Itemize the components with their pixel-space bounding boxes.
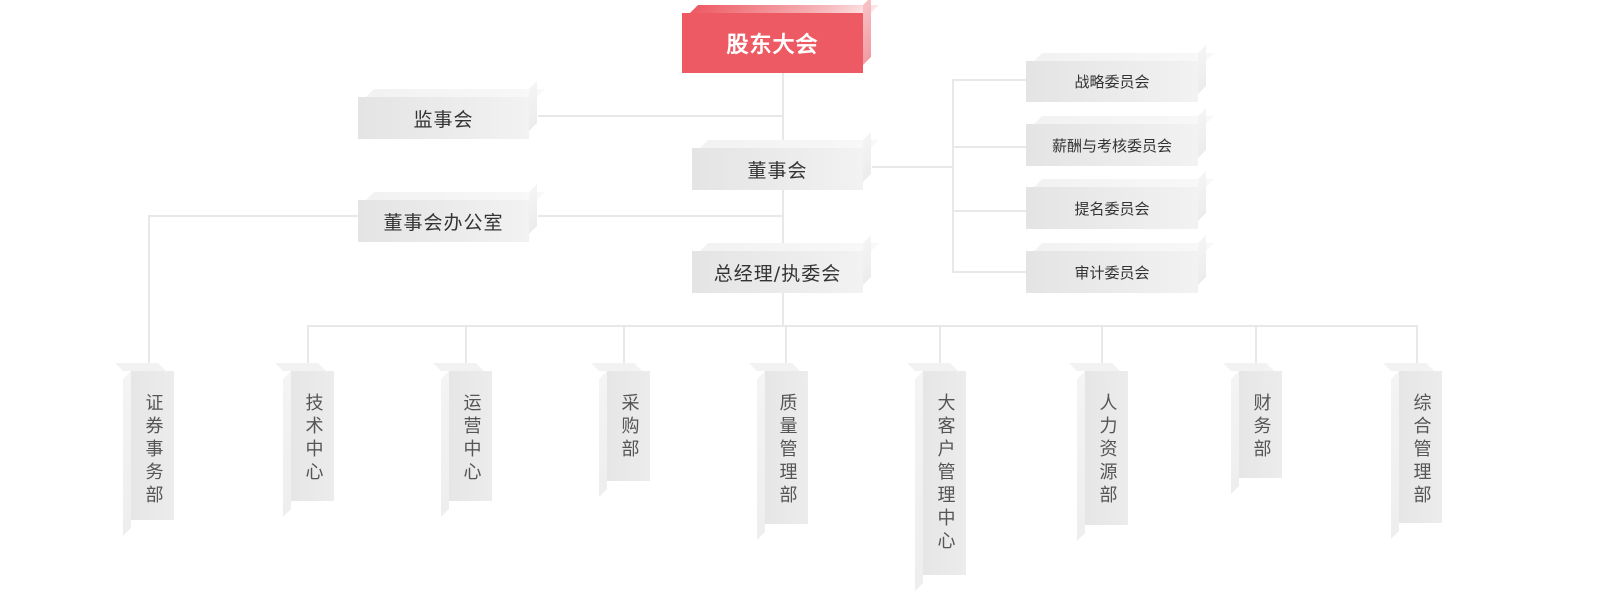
node-label: 质量管理部 — [776, 393, 798, 508]
node-label: 财务部 — [1250, 393, 1272, 462]
committee-node[interactable]: 审计委员会 — [1026, 251, 1198, 293]
committee-node[interactable]: 提名委员会 — [1026, 187, 1198, 229]
connector-dept-4 — [623, 325, 625, 367]
node-label: 董事会办公室 — [383, 211, 504, 234]
connector-committee-spine — [952, 79, 954, 273]
connector-dept-7 — [1101, 325, 1103, 367]
connector-office-down — [148, 215, 150, 367]
node-label: 运营中心 — [460, 393, 482, 485]
connector-board-committees — [872, 166, 954, 168]
connector-dept-5 — [785, 325, 787, 367]
connector-committee-1 — [952, 79, 1026, 81]
node-label: 薪酬与考核委员会 — [1051, 136, 1172, 155]
connector-dept-8 — [1255, 325, 1257, 367]
committee-node[interactable]: 战略委员会 — [1026, 61, 1198, 102]
node-label: 采购部 — [618, 393, 640, 462]
connector-office-left — [148, 215, 358, 217]
connector-office — [538, 215, 782, 217]
connector-dept-6 — [939, 325, 941, 367]
supervisory-board-node[interactable]: 监事会 — [358, 97, 529, 139]
board-office-node[interactable]: 董事会办公室 — [358, 200, 529, 242]
department-node[interactable]: 技术中心 — [291, 371, 334, 501]
node-label: 董事会 — [747, 159, 808, 182]
node-label: 证券事务部 — [142, 393, 164, 508]
general-manager-node[interactable]: 总经理/执委会 — [692, 251, 863, 293]
node-label: 提名委员会 — [1074, 199, 1150, 218]
connector-dept-9 — [1416, 325, 1418, 367]
node-label: 综合管理部 — [1410, 393, 1432, 508]
department-node[interactable]: 综合管理部 — [1399, 371, 1442, 523]
node-label: 人力资源部 — [1096, 393, 1118, 508]
node-label: 总经理/执委会 — [713, 262, 842, 285]
node-label: 技术中心 — [302, 393, 324, 485]
department-node[interactable]: 大客户管理中心 — [923, 371, 966, 575]
department-node[interactable]: 运营中心 — [449, 371, 492, 501]
connector-root-trunk — [782, 73, 784, 326]
department-node[interactable]: 财务部 — [1239, 371, 1282, 478]
node-label: 大客户管理中心 — [934, 393, 956, 554]
department-node[interactable]: 采购部 — [607, 371, 650, 481]
department-node[interactable]: 证券事务部 — [131, 371, 174, 520]
department-node[interactable]: 质量管理部 — [765, 371, 808, 524]
connector-supervisory — [538, 115, 782, 117]
node-label: 股东大会 — [726, 33, 819, 58]
shareholders-meeting-node[interactable]: 股东大会 — [682, 13, 863, 73]
connector-committee-4 — [952, 271, 1026, 273]
node-label: 战略委员会 — [1074, 73, 1150, 91]
connector-dept-bus — [307, 325, 1418, 327]
committee-node[interactable]: 薪酬与考核委员会 — [1026, 124, 1198, 166]
node-label: 监事会 — [413, 108, 474, 131]
connector-dept-2 — [307, 325, 309, 367]
connector-committee-3 — [952, 210, 1026, 212]
board-of-directors-node[interactable]: 董事会 — [692, 148, 863, 190]
connector-committee-2 — [952, 146, 1026, 148]
department-node[interactable]: 人力资源部 — [1085, 371, 1128, 525]
node-label: 审计委员会 — [1074, 263, 1150, 282]
connector-dept-3 — [465, 325, 467, 367]
